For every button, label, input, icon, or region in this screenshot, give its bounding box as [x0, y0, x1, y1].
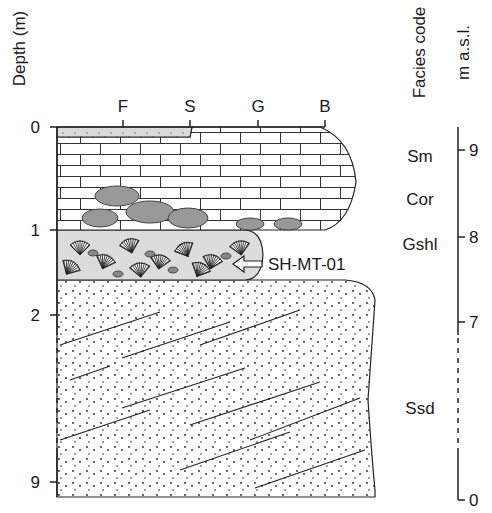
shell-gravel-unit — [57, 230, 263, 280]
depth-value: 0 — [31, 119, 40, 136]
sample-arrow — [233, 256, 262, 272]
shells — [58, 236, 251, 281]
grain-size-class: G — [251, 98, 264, 115]
axis-title: m a.s.l. — [454, 25, 471, 80]
cross-bedding — [60, 310, 365, 488]
depth-value: 2 — [31, 307, 40, 324]
axis-title: Facies code — [411, 6, 428, 98]
sand-top-unit — [57, 127, 192, 137]
facies-code: Gshl — [403, 236, 438, 253]
elevation-value: 7 — [469, 314, 478, 331]
facies-code: Ssd — [405, 400, 434, 417]
depth-axis — [50, 120, 325, 497]
depth-value: 9 — [31, 474, 40, 491]
elevation-value: 0 — [469, 492, 478, 509]
elevation-value: 8 — [469, 229, 478, 246]
coral-clasts — [82, 186, 302, 230]
sand-unit — [57, 280, 375, 497]
elevation-value: 9 — [469, 142, 478, 159]
grain-size-class: F — [118, 98, 128, 115]
grain-size-class: S — [184, 98, 195, 115]
grain-size-class: B — [319, 98, 330, 115]
coral-limestone-unit — [57, 127, 356, 230]
depth-value: 1 — [31, 222, 40, 239]
sample-id: SH-MT-01 — [266, 255, 347, 274]
facies-code: Sm — [407, 148, 433, 165]
elevation-axis — [458, 127, 465, 500]
axis-title: Depth (m) — [12, 10, 29, 86]
facies-code: Cor — [406, 191, 433, 208]
